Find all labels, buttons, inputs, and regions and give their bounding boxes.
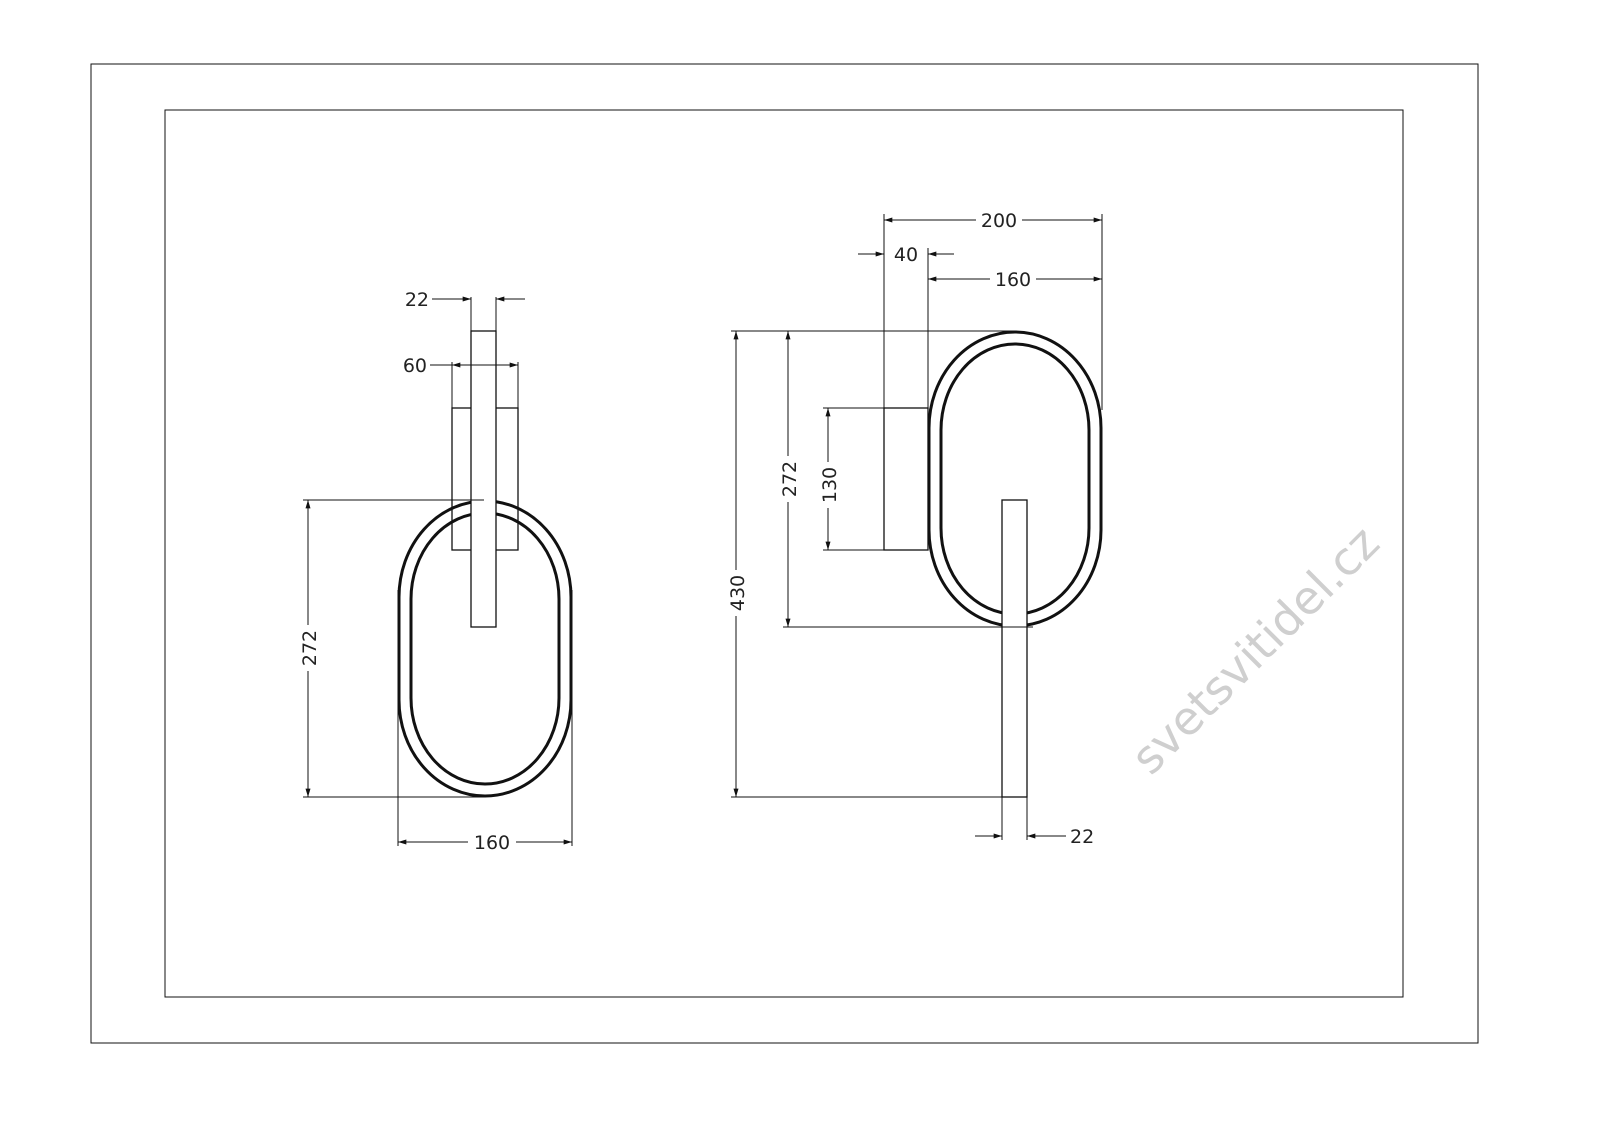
dim-side-rod-width: 22 [1070,826,1094,848]
side-view: 200 40 160 430 272 130 22 [726,210,1103,848]
outer-frame [90,63,1479,1044]
front-view: 22 60 272 160 [298,289,573,854]
side-backplate [883,407,929,551]
side-rod [1001,499,1028,798]
watermark: svetsvitidel.cz [1120,515,1389,784]
inner-frame [164,109,1404,998]
dim-ring-height: 272 [299,630,321,666]
dim-backplate-depth: 40 [894,244,918,266]
dim-ring-width: 160 [474,832,510,854]
dim-total-depth: 200 [981,210,1017,232]
dim-backplate-width: 60 [403,355,427,377]
front-rod [470,330,497,628]
dim-rod-width: 22 [405,289,429,311]
dim-backplate-height: 130 [819,467,841,503]
dim-side-ring-height: 272 [779,461,801,497]
dim-side-ring-width: 160 [995,269,1031,291]
dim-total-height: 430 [727,575,749,611]
